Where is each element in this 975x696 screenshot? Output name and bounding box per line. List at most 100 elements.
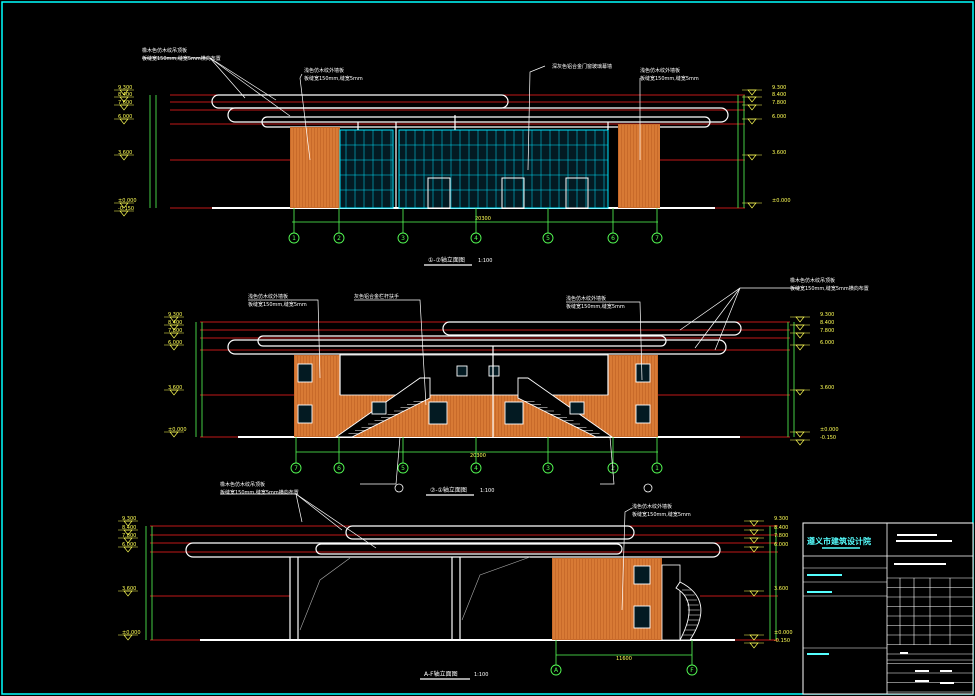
level-mark: 8.400	[118, 92, 132, 98]
level-mark: 3.600	[774, 586, 788, 592]
dim-columns-2	[195, 322, 795, 437]
axis-bubble-3	[397, 232, 409, 244]
glass-curtain-main-1	[398, 129, 609, 209]
note-wood-right-sub-1: 板缝宽150mm,缝宽5mm	[640, 75, 699, 82]
level-mark: 3.600	[772, 150, 786, 156]
axis-label: 2	[611, 465, 615, 472]
level-mark: 6.000	[820, 340, 834, 346]
level-mark: 9.300	[820, 312, 834, 318]
leaders-2	[248, 287, 800, 485]
spiral-stair-3	[675, 581, 702, 641]
level-mark: 3.600	[820, 385, 834, 391]
level-mark: 7.800	[772, 100, 786, 106]
axis-bubble-6	[607, 232, 619, 244]
note-wood-left-2: 浅色仿木纹外墙板	[248, 293, 288, 300]
level-mark: ±0.000	[122, 630, 141, 636]
level-mark: 7.600	[118, 100, 132, 106]
axis-bubble-A	[550, 664, 562, 676]
note-wood-right-1: 浅色仿木纹外墙板	[640, 67, 680, 74]
axis-label: 7	[294, 465, 298, 472]
level-mark: 9.300	[774, 516, 788, 522]
glass-curtain-left-1	[339, 129, 394, 209]
leaders-1	[142, 57, 641, 171]
level-mark: 8.400	[122, 525, 136, 531]
level-mark: 8.400	[168, 320, 182, 326]
axis-bubble-1	[288, 232, 300, 244]
spiral-steps-3	[682, 589, 700, 636]
title-block-fill-bars	[807, 534, 954, 684]
canopy-tubes-1	[211, 94, 729, 128]
windows-3	[633, 565, 651, 629]
level-mark: 8.400	[774, 525, 788, 531]
axis-bubble-5	[397, 462, 409, 474]
elevation-2-title: ⑦-①轴立面图	[430, 486, 467, 494]
wood-wall-left-1	[290, 127, 340, 208]
elevation-1-scale: 1:100	[478, 258, 492, 264]
columns-1	[357, 115, 609, 208]
svg-text:橡木色仿木纹吊顶板: 橡木色仿木纹吊顶板	[790, 277, 835, 284]
level-mark: 8.400	[820, 320, 834, 326]
svg-text:板缝宽150mm,缝宽5mm横向布置: 板缝宽150mm,缝宽5mm横向布置	[142, 55, 221, 62]
axis-label: 2	[337, 235, 341, 242]
glass-grid-1	[340, 130, 608, 208]
leaders-3	[220, 493, 633, 611]
note-wood-3: 浅色仿木纹外墙板	[632, 503, 672, 510]
svg-text:板缝宽150mm,缝宽5mm横向布置: 板缝宽150mm,缝宽5mm横向布置	[220, 489, 299, 496]
elevation-3-scale: 1:100	[474, 672, 488, 678]
axis-label: 6	[337, 465, 341, 472]
wood-wall-right-1	[618, 124, 660, 208]
level-mark: 9.300	[772, 85, 786, 91]
level-mark: ±0.000	[774, 630, 793, 636]
note-steel-2: 灰色铝合金栏杆扶手	[354, 293, 399, 300]
struts-3	[299, 556, 531, 631]
total-dimension-3: 11600	[616, 656, 632, 662]
axis-label: 3	[546, 465, 550, 472]
dim-columns-3	[145, 526, 777, 640]
level-mark: 7.800	[168, 328, 182, 334]
level-mark: 6.000	[122, 542, 136, 548]
elevation-2-scale: 1:100	[480, 488, 494, 494]
axis-label: 5	[401, 465, 405, 472]
axis-bubble-5	[542, 232, 554, 244]
axis-bubble-2	[333, 232, 345, 244]
level-mark: ±0.000	[820, 427, 839, 433]
columns-3	[289, 557, 461, 640]
axis-label: 5	[546, 235, 550, 242]
stair-steps-2	[342, 401, 606, 438]
canopy-tubes-3	[185, 525, 721, 558]
level-mark: 9.300	[122, 516, 136, 522]
level-mark: 3.600	[118, 150, 132, 156]
svg-text:板缝宽150mm,缝宽5mm横向布置: 板缝宽150mm,缝宽5mm横向布置	[790, 285, 869, 292]
dim-columns-1	[149, 95, 745, 208]
company-name: 遵义市建筑设计院	[807, 536, 871, 546]
level-mark: ±0.000	[118, 198, 137, 204]
svg-text:橡木色仿木纹吊顶板: 橡木色仿木纹吊顶板	[220, 481, 265, 488]
axis-label: 4	[474, 235, 478, 242]
axis-bubble-4	[470, 232, 482, 244]
level-mark: 7.800	[774, 533, 788, 539]
axis-label: F	[690, 667, 694, 674]
note-wood-right-sub-2: 板缝宽150mm,缝宽5mm	[566, 303, 625, 310]
note-wood-right-2: 浅色仿木纹外墙板	[566, 295, 606, 302]
axis-bubble-7	[651, 232, 663, 244]
total-dimension-2: 20300	[470, 453, 486, 459]
level-mark: 3.600	[168, 385, 182, 391]
axis-bubble-7	[290, 462, 302, 474]
level-mark: 8.400	[772, 92, 786, 98]
level-mark: 9.300	[168, 312, 182, 318]
note-wood-sub-3: 板缝宽150mm,缝宽5mm	[632, 511, 691, 518]
level-mark: 7.800	[820, 328, 834, 334]
axis-bubble-1	[651, 462, 663, 474]
level-mark: -0.150	[118, 206, 134, 212]
axis-bubble-3	[542, 462, 554, 474]
